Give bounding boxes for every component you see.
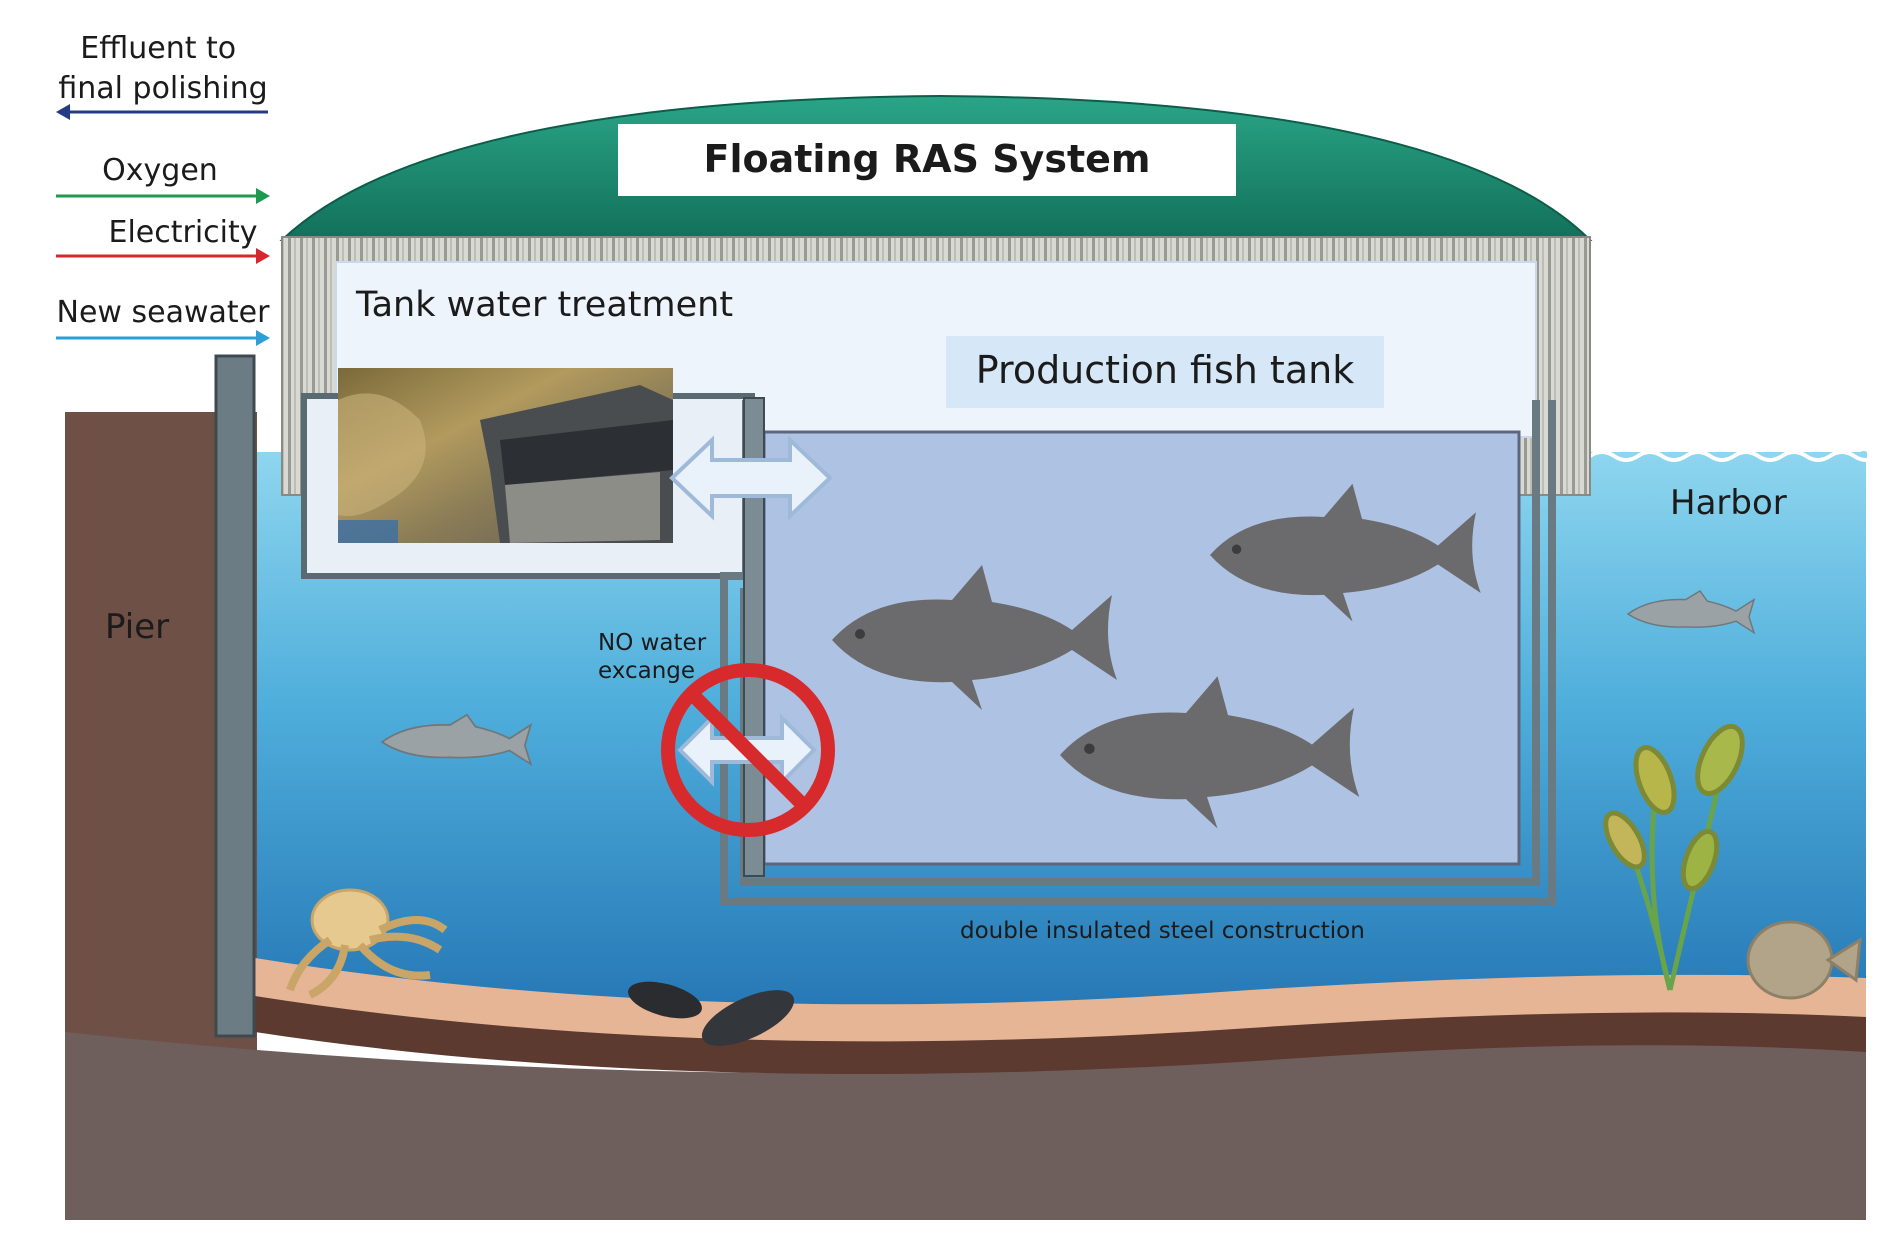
- fish-layer: [380, 483, 1756, 829]
- mussel-icon: [628, 981, 795, 1046]
- legend: [56, 104, 270, 346]
- octopus-icon: [286, 888, 448, 999]
- legend-oxygen-label: Oxygen: [102, 153, 218, 188]
- seabed-bottom: [65, 1032, 1866, 1220]
- legend-electricity-label: Electricity: [108, 215, 257, 250]
- legend-effluent-line-2: final polishing: [58, 71, 267, 106]
- seawater-arrowhead: [256, 330, 270, 346]
- exchange-arrow-upper: [669, 435, 833, 521]
- prohibition-symbol: [661, 663, 835, 837]
- treatment-photo: [338, 368, 673, 543]
- pier-pillar: [214, 354, 256, 1038]
- production-label-box: [946, 336, 1384, 408]
- oxygen-arrowhead: [256, 188, 270, 204]
- seabed-dark-layer: [255, 992, 1866, 1075]
- seabass-left-icon: [380, 713, 533, 767]
- tuna-top-right-icon: [1210, 483, 1481, 622]
- tuna-bottom-icon: [1060, 676, 1360, 829]
- seabass-right-icon: [1626, 590, 1756, 635]
- tuna-top-right-eye: [1231, 544, 1242, 555]
- no-water-exchange-line-1: NO water: [598, 630, 707, 656]
- water-surface-waves: [1588, 450, 1880, 462]
- legend-effluent-label: Effluent to final polishing: [58, 31, 267, 106]
- tuna-left-icon: [832, 565, 1117, 710]
- diagram-title: Floating RAS System: [704, 137, 1151, 181]
- tuna-bottom-eye: [1084, 743, 1095, 754]
- no-water-exchange-label: NO water excange: [598, 630, 713, 684]
- no-water-exchange-line-2: excange: [598, 658, 695, 684]
- legend-effluent-line-1: Effluent to: [80, 31, 236, 66]
- electricity-arrowhead: [256, 248, 270, 264]
- tank-water-treatment-label: Tank water treatment: [355, 285, 733, 325]
- harbor-label: Harbor: [1670, 483, 1787, 523]
- effluent-arrowhead: [56, 104, 70, 120]
- flatfish-icon: [1746, 920, 1862, 1000]
- tuna-left-eye: [855, 629, 865, 639]
- legend-new-seawater-label: New seawater: [57, 295, 271, 330]
- kelp-icon: [1603, 723, 1745, 991]
- seabed-sediment: [255, 958, 1866, 1042]
- double-insulated-label: double insulated steel construction: [960, 918, 1365, 944]
- production-fish-tank-label: Production fish tank: [976, 348, 1354, 392]
- pier-label: Pier: [105, 607, 169, 647]
- title-box: [618, 124, 1236, 196]
